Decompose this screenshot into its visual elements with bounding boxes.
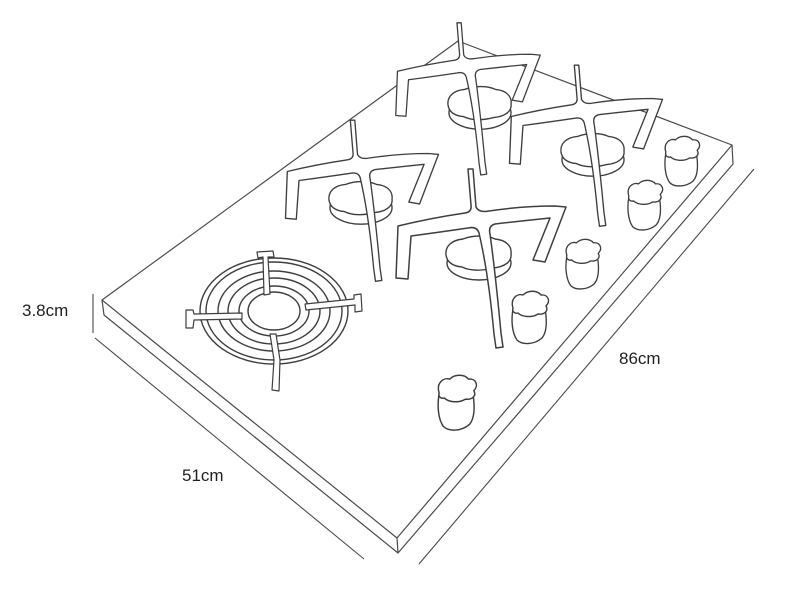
width-dimension-line <box>94 337 365 560</box>
ring-bar-south <box>269 333 281 392</box>
control-knob-3 <box>565 238 602 290</box>
control-knob-4 <box>511 290 550 345</box>
hob-front-corner-edge <box>396 537 399 554</box>
ring-bar-east <box>304 293 363 313</box>
ring-burner <box>185 250 363 392</box>
depth-dimension-line <box>418 168 755 565</box>
ring-bar-west <box>185 309 243 329</box>
height-dimension-label: 3.8cm <box>22 301 68 320</box>
control-knob-2 <box>627 179 664 231</box>
burner-cap-center <box>445 235 512 281</box>
hob-top-surface <box>101 40 733 539</box>
ring-burner-cross-bars <box>185 250 363 392</box>
width-dimension-label: 51cm <box>182 466 224 485</box>
ring-bar-north <box>256 250 275 296</box>
control-knob-1 <box>664 135 701 187</box>
dimension-lines <box>92 168 755 565</box>
burner-cap-left <box>328 180 393 225</box>
depth-dimension-label: 86cm <box>619 349 661 368</box>
control-knob-5 <box>437 374 478 431</box>
